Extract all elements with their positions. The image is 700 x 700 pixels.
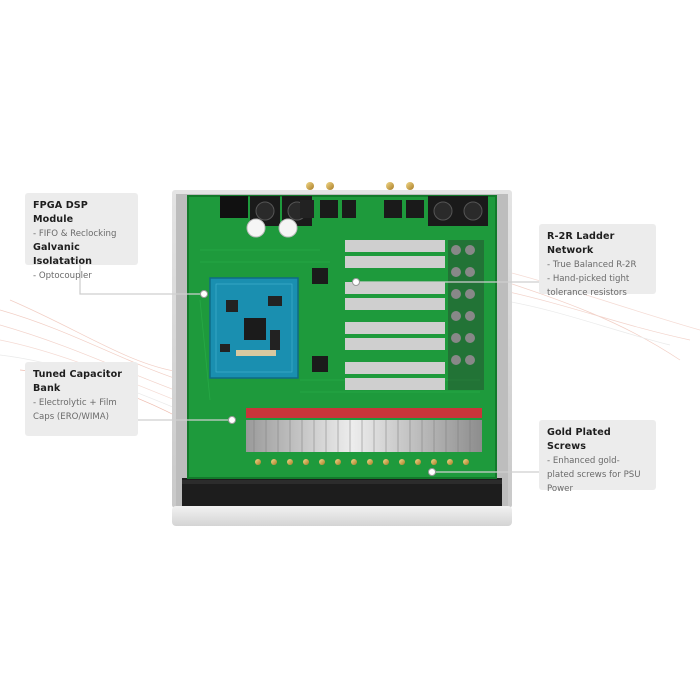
callout-line: Caps (ERO/WIMA) [33,412,110,422]
leader-dots [200,278,436,476]
callout-line: Power [547,484,573,494]
fpga-dsp-module [209,277,299,379]
callout-title: Gold Plated Screws [547,427,611,452]
callout-fpga-dsp-module: FPGA DSP Module - FIFO & Reclocking Galv… [25,193,138,281]
callout-title: Galvanic Isolatation [33,242,93,267]
callout-line: - Hand-picked tight [547,274,630,284]
decorative-swirl-right [499,269,700,361]
callout-tuned-capacitor-bank: Tuned Capacitor Bank - Electrolytic + Fi… [25,362,138,436]
callout-gold-plated-screws: Gold Plated Screws - Enhanced gold- plat… [539,420,656,494]
callout-line: - Electrolytic + Film [33,398,117,408]
callout-title: R-2R Ladder Network [547,231,615,256]
callout-line: - Optocoupler [33,271,92,281]
gold-plated-screws [255,459,469,465]
rear-connectors [220,182,488,238]
callout-line: tolerance resistors [547,288,627,298]
callout-line: plated screws for PSU [547,470,641,480]
callout-line: - FIFO & Reclocking [33,229,117,239]
callout-title: Bank [33,383,61,394]
front-panel [172,506,512,526]
small-capacitors [448,240,484,390]
callout-line: - True Balanced R-2R [547,260,637,270]
callout-title: Tuned Capacitor [33,369,123,380]
callout-r2r-ladder-network: R-2R Ladder Network - True Balanced R-2R… [539,224,656,298]
callout-title: FPGA DSP Module [33,200,88,225]
leader-lines [79,265,539,473]
capacitor-bank [246,408,482,465]
leader-fpga [79,265,204,295]
callout-line: - Enhanced gold- [547,456,620,466]
r2r-ladder-network [312,240,445,390]
